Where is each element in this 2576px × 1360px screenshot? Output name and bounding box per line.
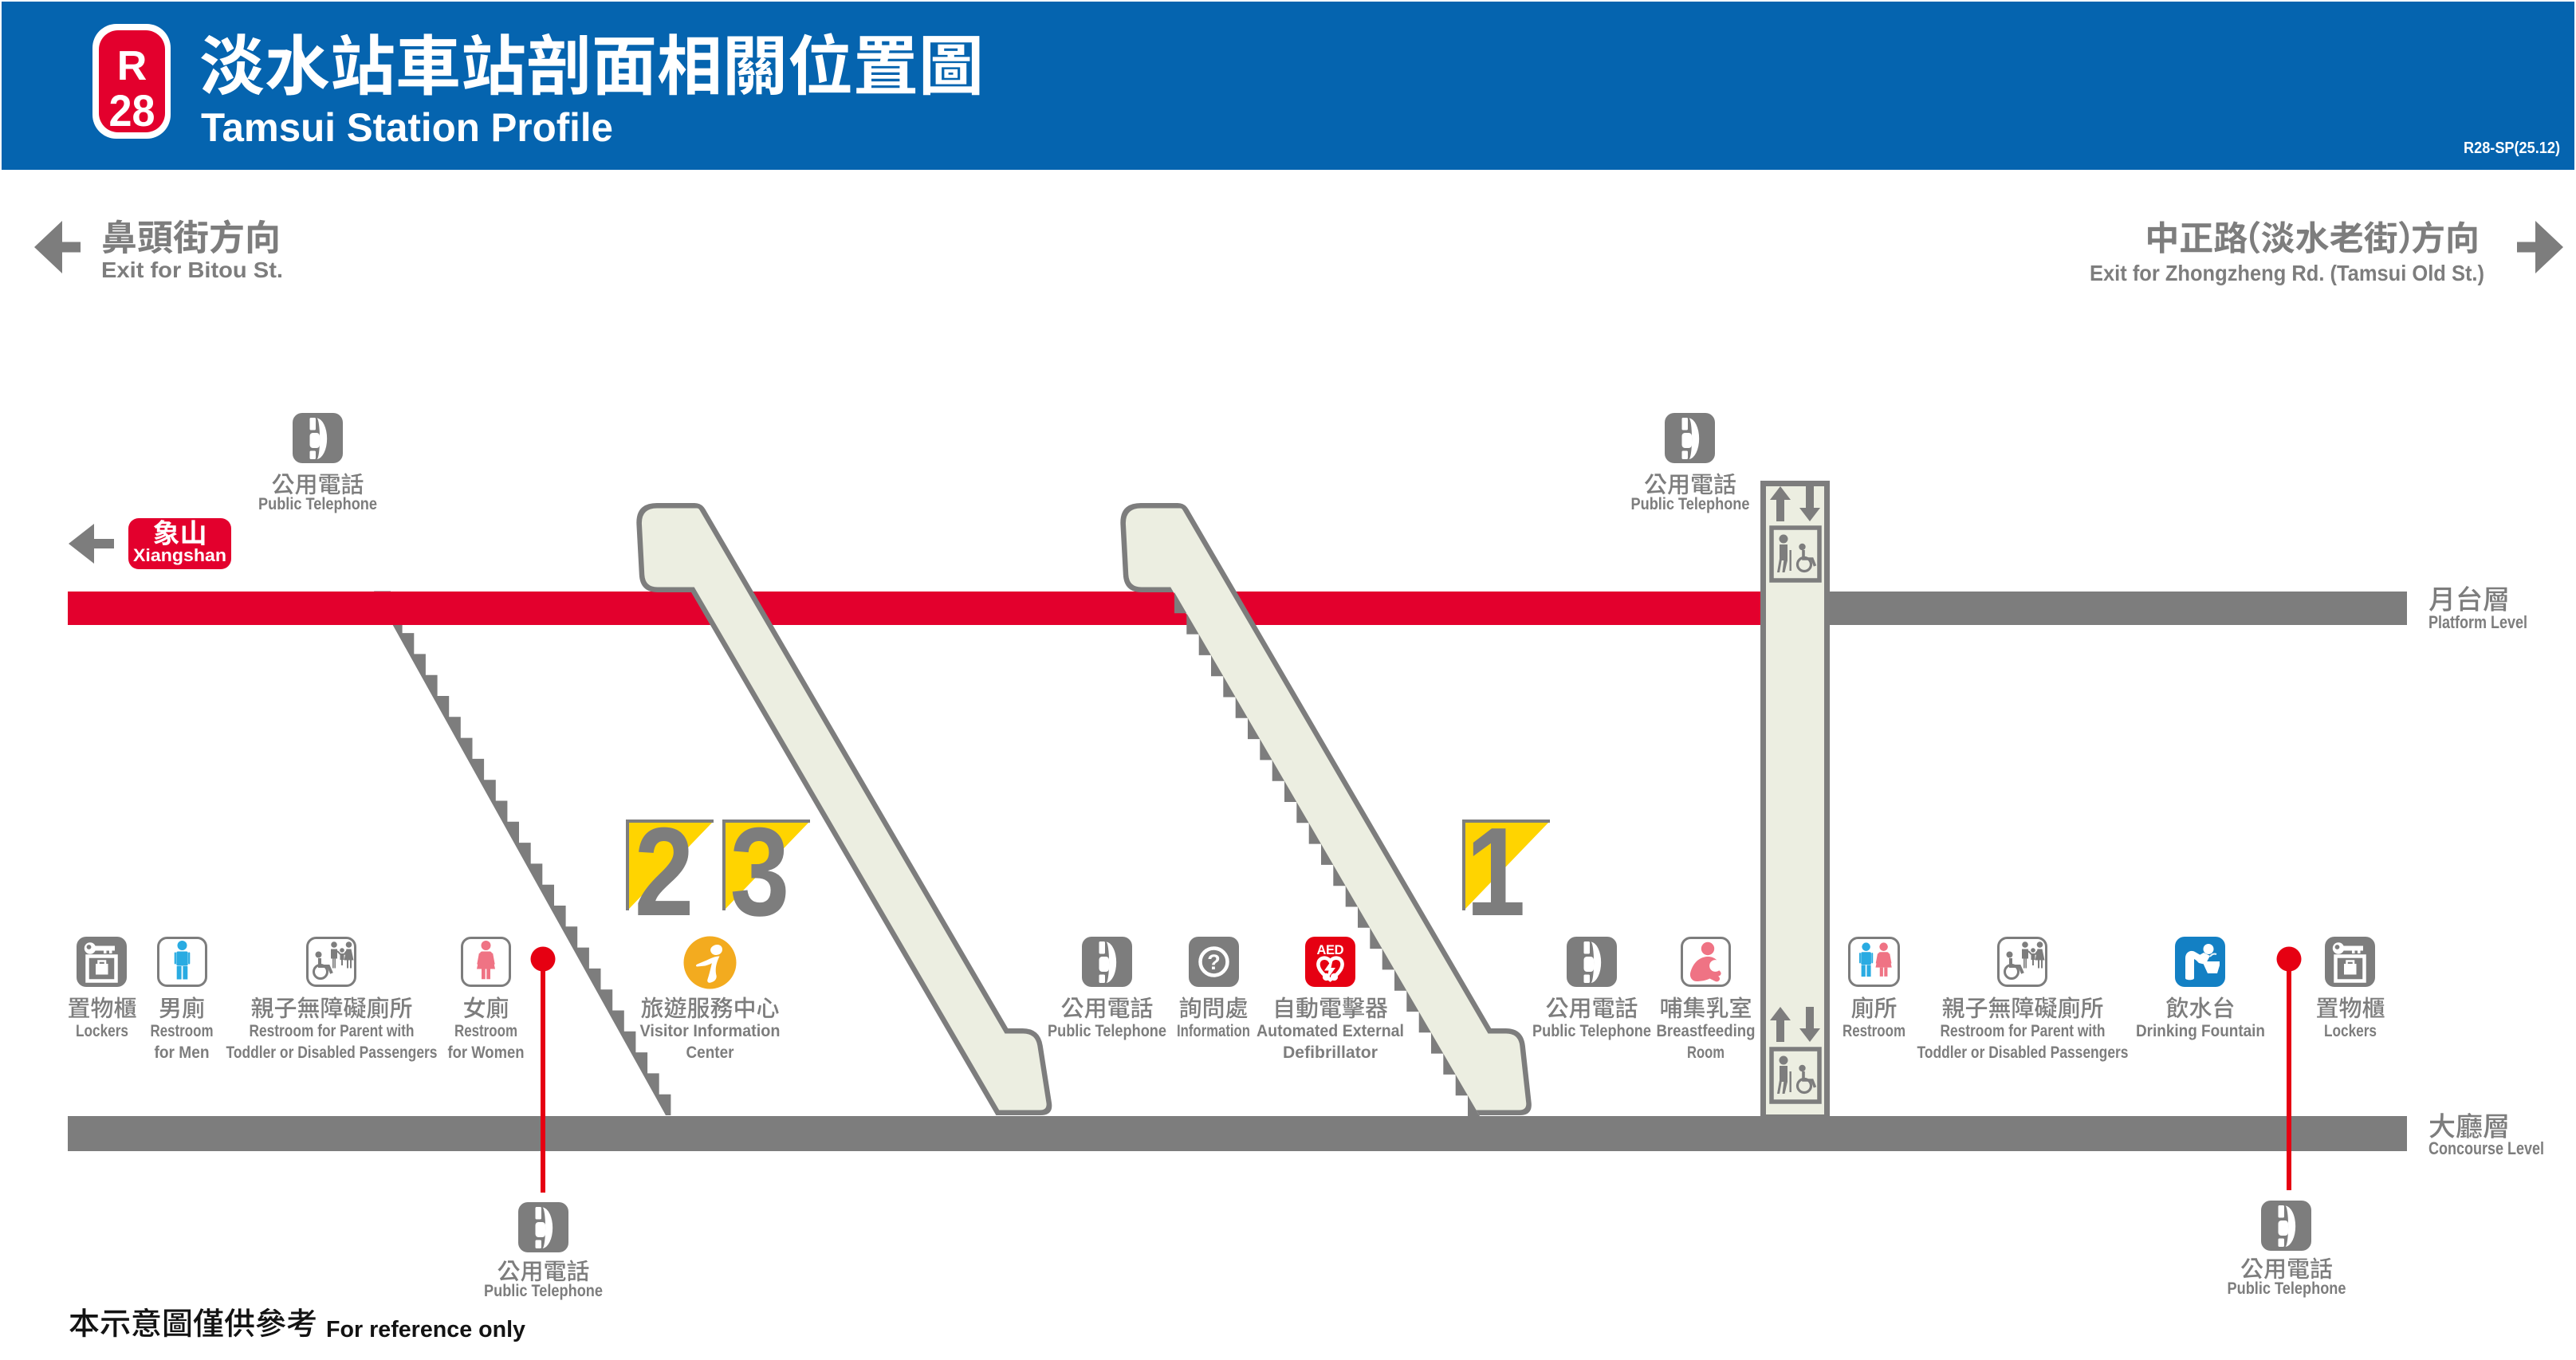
svg-text:Public Telephone: Public Telephone [1048, 1022, 1166, 1040]
svg-text:Public Telephone: Public Telephone [1631, 495, 1750, 513]
svg-text:Toddler or Disabled Passengers: Toddler or Disabled Passengers [226, 1044, 438, 1062]
svg-text:1: 1 [1466, 802, 1526, 943]
svg-text:Restroom: Restroom [1843, 1022, 1905, 1040]
svg-text:28: 28 [109, 85, 155, 136]
svg-text:Public Telephone: Public Telephone [258, 495, 377, 513]
svg-text:Toddler or Disabled Passengers: Toddler or Disabled Passengers [1917, 1044, 2129, 1062]
svg-text:for Men: for Men [155, 1044, 210, 1062]
svg-text:Exit for Bitou St.: Exit for Bitou St. [101, 257, 283, 282]
svg-text:AED: AED [1317, 943, 1344, 957]
svg-text:?: ? [1207, 950, 1221, 974]
svg-text:Platform Level: Platform Level [2429, 612, 2527, 632]
svg-text:Room: Room [1687, 1044, 1725, 1062]
svg-text:Public Telephone: Public Telephone [1532, 1022, 1651, 1040]
svg-text:Restroom: Restroom [151, 1022, 214, 1040]
svg-text:Lockers: Lockers [76, 1022, 128, 1040]
svg-text:Public Telephone: Public Telephone [2228, 1279, 2346, 1298]
svg-text:Automated External: Automated External [1257, 1022, 1404, 1040]
svg-text:Breastfeeding: Breastfeeding [1657, 1022, 1756, 1040]
svg-text:Restroom for Parent with: Restroom for Parent with [1941, 1022, 2106, 1040]
svg-text:Drinking Fountain: Drinking Fountain [2136, 1022, 2265, 1040]
svg-text:Information: Information [1177, 1022, 1250, 1040]
svg-text:Center: Center [686, 1044, 734, 1062]
svg-text:3: 3 [730, 802, 790, 943]
svg-text:Restroom for Parent with: Restroom for Parent with [250, 1022, 415, 1040]
svg-text:For reference only: For reference only [326, 1317, 525, 1342]
svg-text:Xiangshan: Xiangshan [133, 545, 226, 565]
svg-text:Visitor Information: Visitor Information [640, 1022, 781, 1040]
svg-text:Defibrillator: Defibrillator [1283, 1044, 1378, 1062]
svg-text:R: R [117, 43, 147, 89]
svg-text:Concourse Level: Concourse Level [2429, 1138, 2544, 1158]
svg-text:for Women: for Women [448, 1044, 525, 1062]
svg-text:Exit for Zhongzheng Rd. (Tamsu: Exit for Zhongzheng Rd. (Tamsui Old St.) [2090, 261, 2484, 285]
svg-text:Public Telephone: Public Telephone [484, 1282, 603, 1300]
svg-text:R28-SP(25.12): R28-SP(25.12) [2464, 140, 2560, 157]
svg-text:2: 2 [635, 802, 694, 943]
svg-text:Restroom: Restroom [454, 1022, 517, 1040]
svg-text:Tamsui Station Profile: Tamsui Station Profile [201, 105, 613, 150]
svg-text:Lockers: Lockers [2324, 1022, 2377, 1040]
